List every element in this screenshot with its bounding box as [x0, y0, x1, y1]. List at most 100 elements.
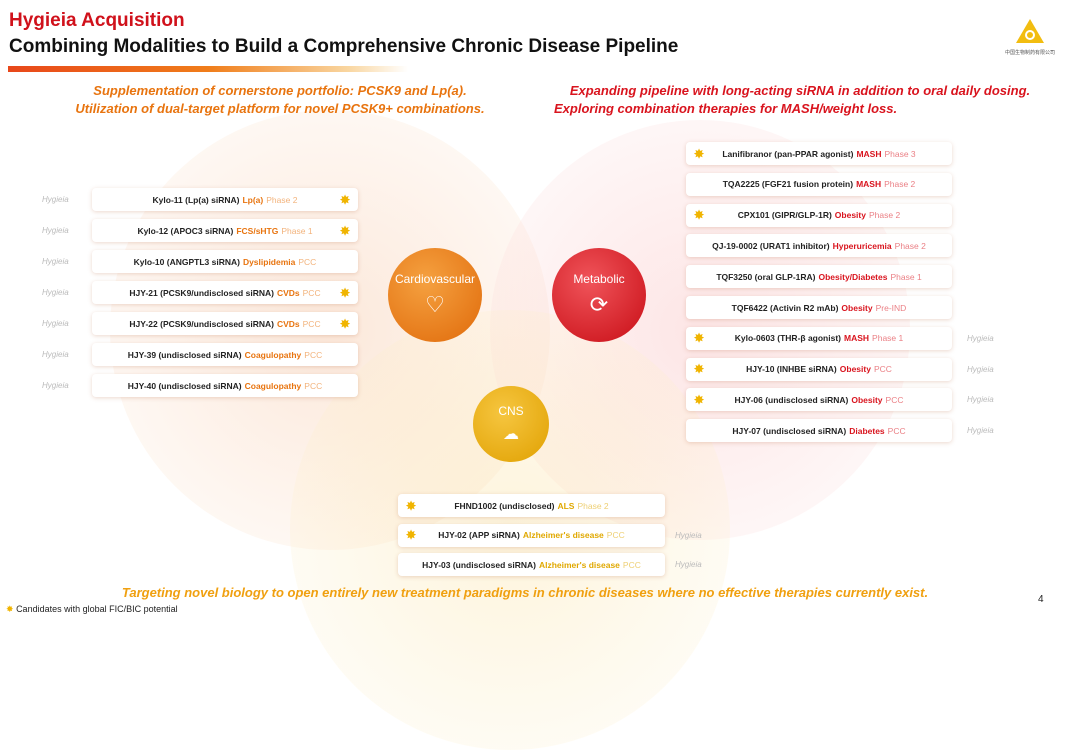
drug-name: Kylo-11 (Lp(a) siRNA)	[152, 194, 240, 205]
indication: Obesity	[834, 210, 866, 221]
hygieia-label: Hygieia	[675, 530, 702, 540]
hygieia-label: Hygieia	[42, 381, 69, 390]
phase: Phase 2	[884, 179, 916, 190]
indication: Obesity	[841, 302, 873, 313]
cycle-arrows-icon: ⟳	[589, 292, 609, 317]
star-icon: ✸	[406, 498, 417, 513]
metabolic-headline: Expanding pipeline with long-acting siRN…	[554, 83, 1031, 116]
phase: PCC	[873, 364, 892, 375]
phase: PCC	[304, 380, 323, 391]
drug-name: TQF3250 (oral GLP-1RA)	[716, 271, 816, 282]
page-title: Hygieia Acquisition	[9, 10, 185, 31]
drug-name: Kylo-0603 (THR-β agonist)	[734, 333, 842, 344]
hygieia-label: Hygieia	[967, 333, 994, 343]
star-icon: ✸	[406, 528, 417, 542]
page-number: 4	[1038, 594, 1044, 605]
indication: MASH	[844, 333, 870, 344]
pipeline-card: QJ-19-0002 (URAT1 inhibitor)Hyperuricemi…	[686, 234, 952, 258]
footnote: ✸ Candidates with global FIC/BIC potenti…	[6, 604, 178, 614]
drug-name: QJ-19-0002 (URAT1 inhibitor)	[712, 240, 830, 251]
phase: Phase 2	[894, 240, 926, 251]
star-icon: ✸	[339, 316, 350, 331]
hygieia-label: Hygieia	[42, 195, 69, 204]
phase: PCC	[622, 559, 641, 570]
logo-text: 中国生物制药有限公司	[1004, 50, 1055, 56]
phase: PCC	[606, 530, 625, 540]
indication: MASH	[856, 148, 882, 159]
phase: Phase 2	[868, 210, 901, 221]
indication: Alzheimer's disease	[522, 530, 604, 540]
indication: Dyslipidemia	[242, 256, 296, 267]
indication: FCS/sHTG	[236, 225, 279, 236]
drug-name: HJY-02 (APP siRNA)	[438, 530, 520, 540]
star-icon: ✸	[694, 392, 705, 407]
indication: Obesity	[839, 364, 871, 375]
hygieia-label: Hygieia	[675, 560, 702, 569]
indication: Obesity/Diabetes	[818, 271, 888, 282]
phase: PCC	[298, 256, 317, 267]
drug-name: Kylo-12 (APOC3 siRNA)	[137, 225, 234, 236]
drug-name: HJY-06 (undisclosed siRNA)	[734, 394, 849, 405]
star-icon: ✸	[339, 192, 350, 207]
indication: Obesity	[851, 394, 883, 405]
cns-headline: Targeting novel biology to open entirely…	[121, 585, 929, 600]
page-subtitle: Combining Modalities to Build a Comprehe…	[9, 36, 679, 57]
heart-pulse-icon: ♡	[425, 292, 445, 317]
star-icon: ✸	[694, 208, 705, 223]
phase: PCC	[885, 394, 904, 405]
phase: Phase 1	[890, 271, 922, 282]
drug-name: HJY-03 (undisclosed siRNA)	[422, 559, 536, 570]
drug-name: TQA2225 (FGF21 fusion protein)	[722, 179, 854, 190]
indication: Coagulopathy	[244, 380, 302, 391]
hub-cardiovascular: Cardiovascular♡	[388, 248, 482, 342]
indication: CVDs	[276, 318, 300, 329]
hygieia-label: Hygieia	[42, 319, 69, 328]
drug-name: Lanifibranor (pan-PPAR agonist)	[722, 148, 854, 159]
phase: Phase 2	[266, 194, 298, 205]
hygieia-label: Hygieia	[42, 288, 69, 297]
drug-name: HJY-21 (PCSK9/undisclosed siRNA)	[129, 287, 274, 298]
indication: Hyperuricemia	[832, 240, 892, 251]
drug-name: HJY-22 (PCSK9/undisclosed siRNA)	[129, 318, 274, 329]
phase: PCC	[302, 287, 321, 298]
company-logo: 中国生物制药有限公司	[990, 18, 1070, 56]
phase: PCC	[304, 349, 323, 360]
drug-name: HJY-40 (undisclosed siRNA)	[127, 380, 242, 391]
pipeline-card: Kylo-11 (Lp(a) siRNA)Lp(a)Phase 2 ✸	[92, 188, 358, 211]
drug-name: CPX101 (GIPR/GLP-1R)	[737, 210, 832, 221]
phase: Pre-IND	[875, 302, 907, 313]
hygieia-label: Hygieia	[967, 395, 994, 405]
hub-metabolic: Metabolic⟳	[552, 248, 646, 342]
drug-name: HJY-10 (INHBE siRNA)	[746, 364, 837, 375]
phase: PCC	[302, 318, 321, 329]
drug-name: FHND1002 (undisclosed)	[454, 500, 555, 511]
hygieia-label: Hygieia	[967, 364, 994, 374]
indication: Diabetes	[849, 425, 885, 436]
hub-cns: CNS☁	[473, 386, 549, 462]
indication: CVDs	[276, 287, 300, 298]
star-icon: ✸	[694, 146, 705, 161]
indication: Lp(a)	[242, 194, 264, 205]
phase: Phase 3	[884, 148, 916, 159]
phase: Phase 1	[281, 225, 313, 236]
star-icon: ✸	[694, 362, 705, 377]
drug-name: HJY-39 (undisclosed siRNA)	[127, 349, 242, 360]
hygieia-label: Hygieia	[967, 426, 994, 436]
indication: MASH	[856, 179, 882, 190]
indication: Alzheimer's disease	[538, 559, 620, 570]
title-underline-bar	[8, 66, 408, 72]
indication: ALS	[557, 500, 575, 511]
